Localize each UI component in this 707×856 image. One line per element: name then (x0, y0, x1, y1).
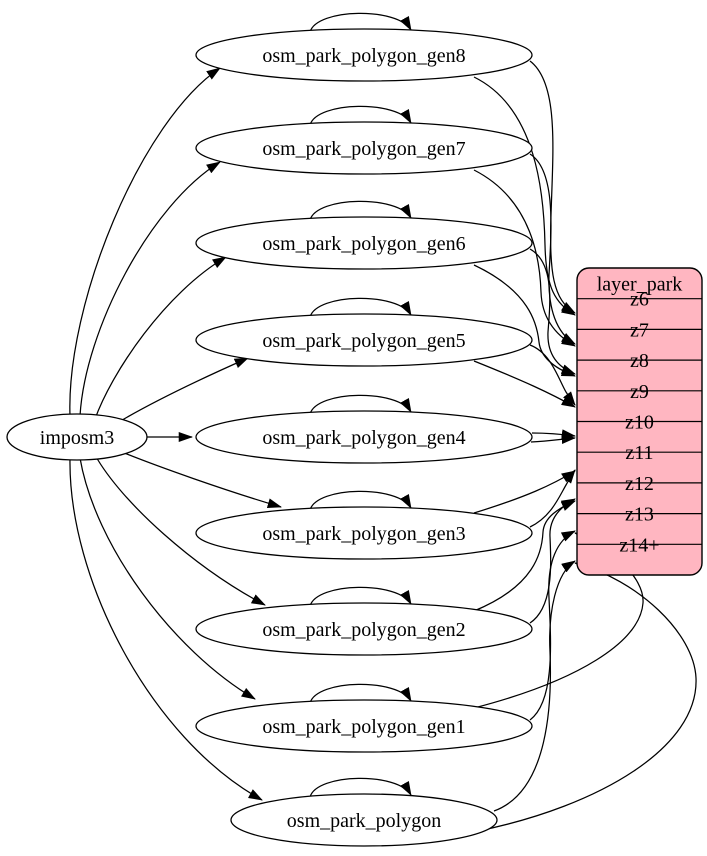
self-loop-osm_park_polygon_gen7 (309, 105, 412, 126)
self-loop-osm_park_polygon_gen2 (309, 586, 412, 607)
table-node-osm_park_polygon_gen7: osm_park_polygon_gen7 (195, 121, 533, 175)
table-label: osm_park_polygon (287, 810, 441, 832)
self-loop-osm_park_polygon_gen4 (309, 394, 412, 415)
edge-imposm3-to-osm_park_polygon_gen7 (79, 161, 221, 417)
record-row-label: z7 (630, 319, 649, 341)
self-loop-osm_park_polygon_gen1 (309, 683, 412, 704)
record-title: layer_park (597, 273, 683, 295)
table-label: osm_park_polygon_gen8 (262, 45, 465, 67)
edge-osm_park_polygon_gen3-to-z11-1 (529, 469, 576, 528)
table-node-osm_park_polygon_gen6: osm_park_polygon_gen6 (195, 216, 533, 270)
record-row-z12: z12 (625, 473, 654, 495)
table-ellipse (230, 793, 498, 847)
edge-layer (69, 12, 697, 832)
record-row-label: z11 (625, 442, 653, 464)
table-label: osm_park_polygon_gen3 (262, 523, 465, 545)
table-ellipse (195, 216, 533, 270)
edge-osm_park_polygon-to-z14+-1 (493, 560, 576, 812)
edge-imposm3-to-osm_park_polygon (69, 457, 263, 801)
record-row-label: z10 (625, 412, 654, 434)
record-row-z6: z6 (630, 289, 649, 311)
record-row-label: z9 (630, 381, 649, 403)
node-layer: osm_park_polygon_gen8 osm_park_polygon_ge… (6, 28, 533, 847)
edge-osm_park_polygon_gen3-to-z11-2 (473, 470, 576, 514)
edge-osm_park_polygon-to-z14+-2 (477, 561, 697, 832)
record-row-label: z14+ (619, 534, 659, 556)
record-row-label: z12 (625, 473, 654, 495)
edge-osm_park_polygon_gen6-to-z8-1 (529, 248, 576, 375)
table-node-osm_park_polygon: osm_park_polygon (230, 793, 498, 847)
table-label: osm_park_polygon_gen6 (262, 233, 465, 255)
table-ellipse (195, 28, 533, 82)
table-node-osm_park_polygon_gen1: osm_park_polygon_gen1 (195, 699, 533, 753)
edge-osm_park_polygon_gen2-to-z12-2 (473, 500, 576, 612)
record-row-label: z6 (630, 289, 649, 311)
edge-osm_park_polygon_gen7-to-z7-1 (529, 153, 576, 345)
table-label: osm_park_polygon_gen4 (262, 427, 465, 449)
edge-osm_park_polygon_gen6-to-z8-2 (473, 264, 576, 377)
edge-imposm3-to-osm_park_polygon_gen8 (69, 67, 221, 417)
table-node-osm_park_polygon_gen4: osm_park_polygon_gen4 (195, 410, 533, 464)
edge-osm_park_polygon_gen1-to-z13-1 (529, 530, 576, 721)
edge-osm_park_polygon_gen7-to-z7-2 (473, 169, 576, 347)
table-label: osm_park_polygon_gen1 (262, 716, 465, 738)
table-label: osm_park_polygon_gen5 (262, 330, 465, 352)
table-ellipse (195, 506, 533, 560)
self-loop-osm_park_polygon_gen3 (309, 490, 412, 511)
edge-imposm3-to-osm_park_polygon_gen6 (94, 256, 227, 420)
record-row-z8: z8 (630, 350, 649, 372)
source-node-imposm3: imposm3 (6, 413, 148, 461)
self-loop-osm_park_polygon_gen6 (309, 200, 412, 221)
self-loop-osm_park_polygon_gen5 (309, 297, 412, 318)
edge-imposm3-to-osm_park_polygon_gen3 (111, 447, 282, 509)
record-row-z10: z10 (625, 412, 654, 434)
table-node-osm_park_polygon_gen5: osm_park_polygon_gen5 (195, 313, 533, 367)
record-row-z14+: z14+ (619, 534, 659, 556)
table-ellipse (195, 410, 533, 464)
record-row-label: z8 (630, 350, 649, 372)
table-label: osm_park_polygon_gen2 (262, 619, 465, 641)
record-row-z7: z7 (630, 319, 649, 341)
edge-imposm3-to-osm_park_polygon_gen2 (94, 454, 266, 606)
record-row-label: z13 (625, 504, 654, 526)
edge-osm_park_polygon_gen8-to-z6-2 (473, 76, 576, 316)
source-ellipse (6, 413, 148, 461)
self-loop-osm_park_polygon (309, 777, 412, 798)
table-node-osm_park_polygon_gen2: osm_park_polygon_gen2 (195, 602, 533, 656)
record-row-z11: z11 (625, 442, 653, 464)
edge-osm_park_polygon_gen5-to-z9-2 (473, 360, 576, 408)
table-ellipse (195, 602, 533, 656)
record-row-z13: z13 (625, 504, 654, 526)
edge-osm_park_polygon_gen8-to-z6-1 (529, 60, 576, 314)
self-loop-osm_park_polygon_gen8 (309, 12, 412, 33)
table-ellipse (195, 121, 533, 175)
table-ellipse (195, 699, 533, 753)
table-node-osm_park_polygon_gen3: osm_park_polygon_gen3 (195, 506, 533, 560)
source-label: imposm3 (40, 427, 114, 449)
edge-imposm3-to-osm_park_polygon_gen5 (111, 357, 249, 427)
edge-imposm3-to-osm_park_polygon_gen1 (79, 457, 256, 700)
table-node-osm_park_polygon_gen8: osm_park_polygon_gen8 (195, 28, 533, 82)
edge-osm_park_polygon_gen4-to-z10-2 (530, 434, 576, 445)
table-ellipse (195, 313, 533, 367)
table-label: osm_park_polygon_gen7 (262, 138, 465, 160)
record-row-z9: z9 (630, 381, 649, 403)
edge-osm_park_polygon_gen4-to-z10-1 (531, 429, 576, 440)
